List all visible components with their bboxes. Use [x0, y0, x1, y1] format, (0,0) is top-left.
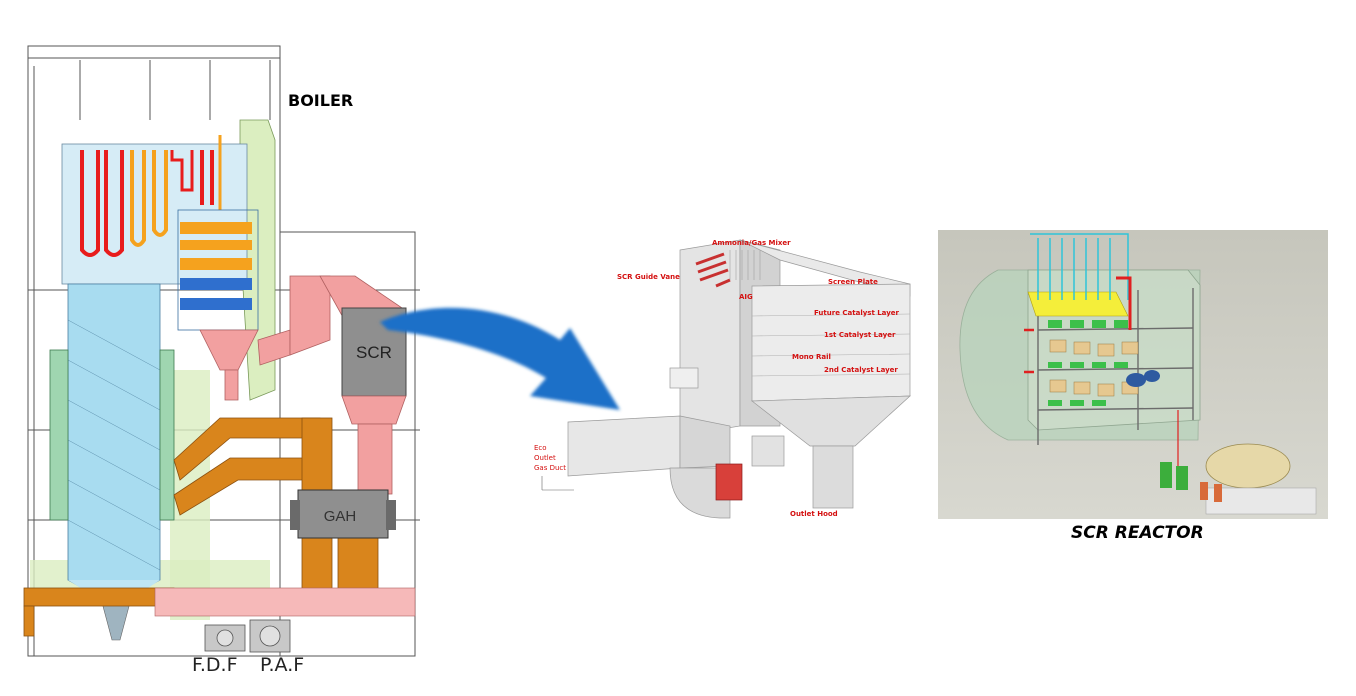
furnace-water-wall [67, 283, 161, 641]
label-eco-outlet-line1: Eco [534, 444, 547, 452]
superheater-tubes [80, 150, 214, 257]
scr-label: SCR [356, 343, 392, 362]
red-feed-pipe [1024, 276, 1132, 374]
steel-frame [1037, 288, 1194, 445]
label-future-catalyst-layer: Future Catalyst Layer [814, 309, 899, 317]
duct-body [567, 239, 911, 519]
label-aig: AIG [739, 293, 753, 301]
scr-reactor-title: SCR REACTOR [1071, 523, 1204, 543]
ammonia-injection-piping [1030, 233, 1129, 300]
fdf-label: F.D.F [192, 654, 238, 676]
label-eco-outlet-line3: Gas Duct [534, 464, 567, 472]
label-1st-catalyst-layer: 1st Catalyst Layer [824, 331, 896, 339]
boiler-diagram: SCR GAH [23, 45, 420, 657]
scr-duct-3d-model [541, 239, 911, 519]
flow-arrow [380, 307, 620, 410]
catalyst-blocks [1049, 339, 1139, 397]
top-deck [1027, 291, 1129, 317]
reheater-tubes [130, 135, 222, 247]
guide-vanes [695, 252, 731, 288]
bottom-air-duct [154, 587, 416, 617]
label-ammonia-gas-mixer: Ammonia/Gas Mixer [712, 239, 791, 247]
paf-label: P.A.F [260, 654, 305, 676]
label-eco-outlet-line2: Outlet [534, 454, 556, 462]
label-screen-plate: Screen Plate [828, 278, 878, 286]
label-mono-rail: Mono Rail [792, 353, 831, 361]
scr-reactor-box: SCR [341, 307, 407, 495]
label-outlet-hood: Outlet Hood [790, 510, 838, 518]
fans [204, 619, 291, 653]
burner-windbox [49, 349, 175, 521]
label-scr-guide-vane: SCR Guide Vane [617, 273, 680, 281]
label-2nd-catalyst-layer: 2nd Catalyst Layer [824, 366, 898, 374]
flue-duct-to-scr [199, 275, 406, 401]
gah-air-heater: GAH [290, 489, 396, 539]
ammonia-storage-tank [1160, 410, 1317, 515]
catalyst-modules-green [1048, 320, 1128, 406]
gah-label: GAH [324, 508, 357, 525]
boiler-title: BOILER [288, 91, 354, 110]
axis-marker [541, 476, 574, 491]
scr-reactor-3d-render [938, 230, 1328, 519]
sootblower-motors [1126, 370, 1160, 387]
ammonia-mixer-grid [729, 250, 761, 280]
